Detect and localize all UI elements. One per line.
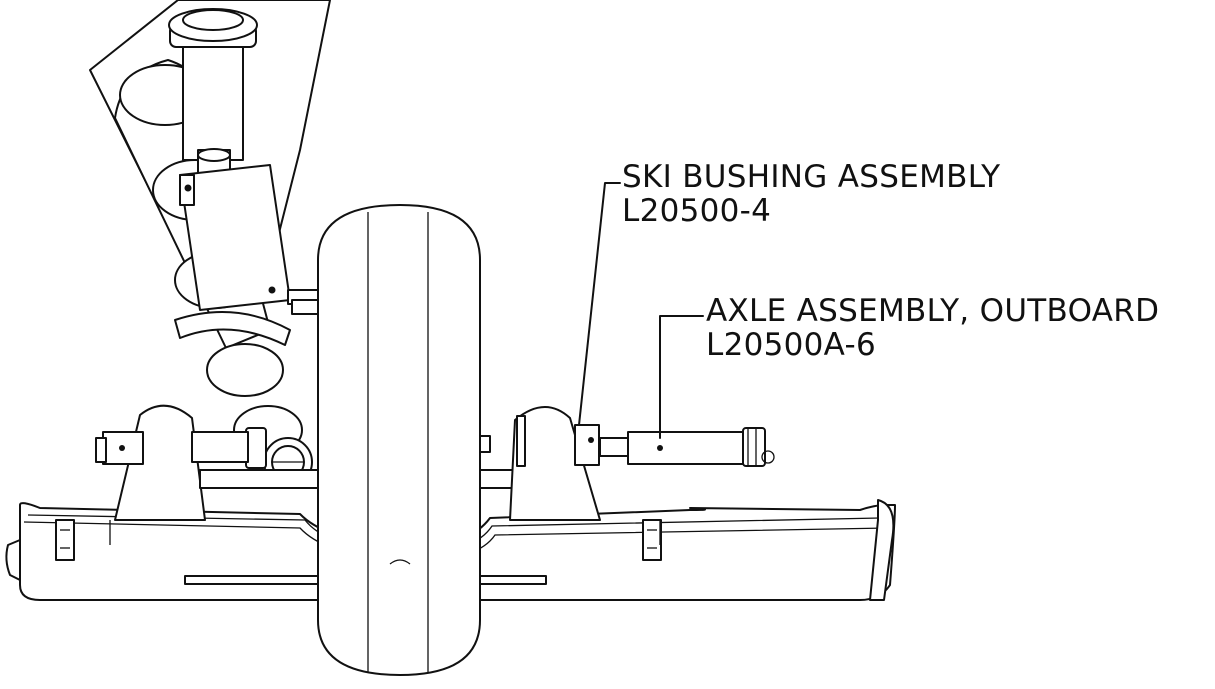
wheel bbox=[287, 204, 491, 676]
callout-outboard-axle-part-number: L20500A-6 bbox=[706, 327, 877, 363]
callout-outboard-axle: AXLE ASSEMBLY, OUTBOARD L20500A-6 bbox=[706, 294, 1159, 362]
landing-gear-leg bbox=[89, 0, 331, 487]
right-pedestal bbox=[509, 406, 601, 521]
leader-lines bbox=[578, 182, 704, 439]
callout-ski-bushing-name: SKI BUSHING ASSEMBLY bbox=[622, 159, 1001, 195]
callout-outboard-axle-name: AXLE ASSEMBLY, OUTBOARD bbox=[706, 293, 1160, 329]
callout-ski-bushing-part-number: L20500-4 bbox=[622, 193, 772, 229]
callout-ski-bushing: SKI BUSHING ASSEMBLY L20500-4 bbox=[622, 160, 1000, 228]
ski-bushing bbox=[574, 424, 600, 466]
axle-cross-tube bbox=[199, 469, 521, 489]
left-pedestal bbox=[95, 404, 249, 521]
outboard-axle bbox=[599, 427, 775, 467]
